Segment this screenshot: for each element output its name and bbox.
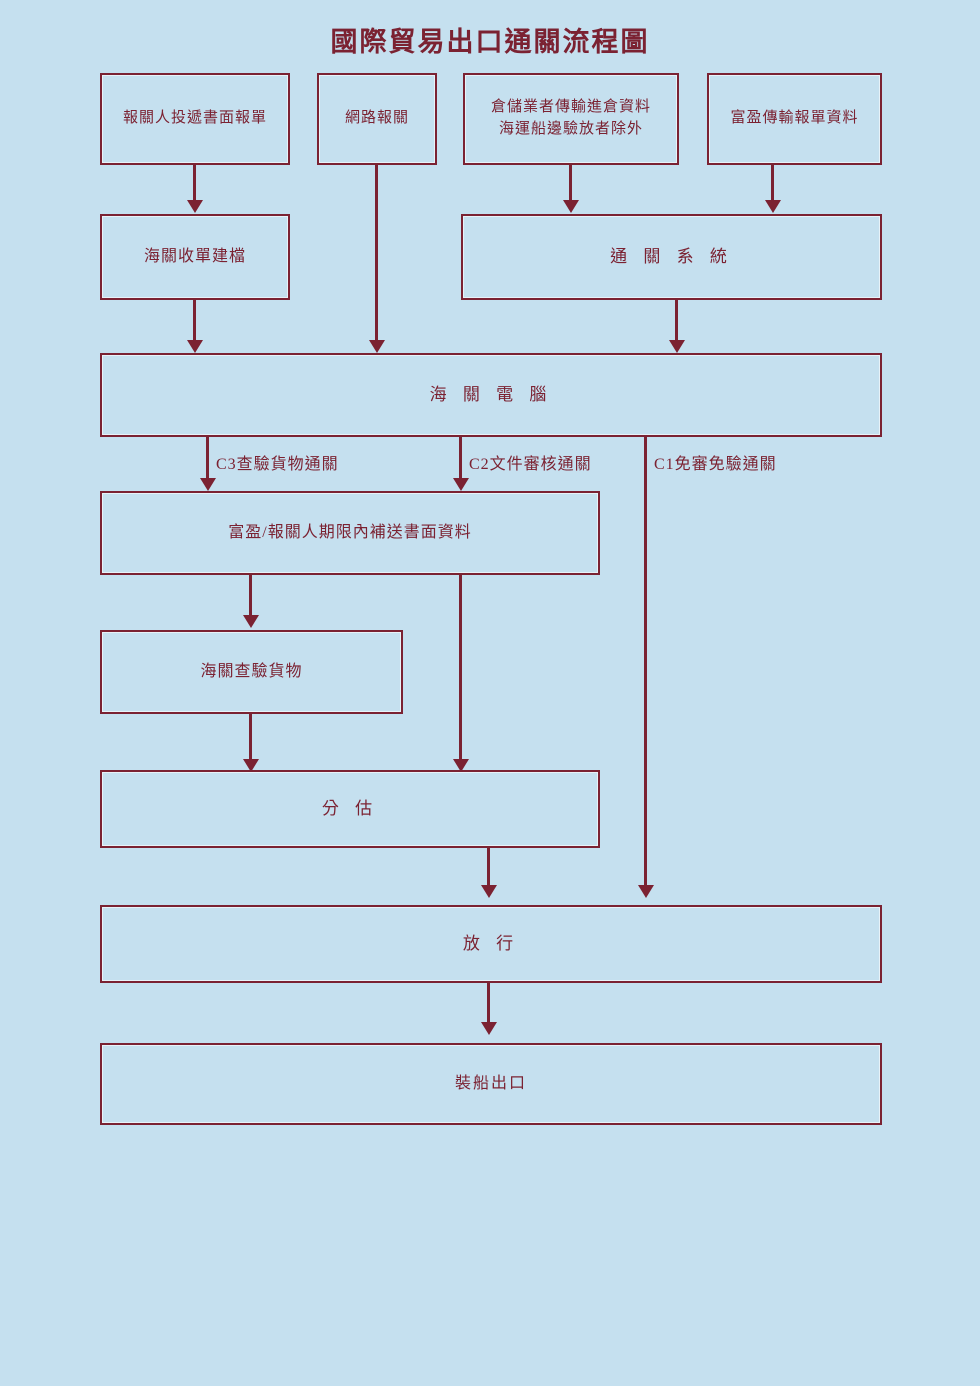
node-customs-receive-file: 海關收單建檔: [100, 214, 290, 300]
node-label: 網路報關: [344, 110, 409, 127]
node-release: 放 行: [100, 905, 882, 983]
node-label: 富盈傳輸報單資料: [730, 110, 859, 127]
connector-c2-branch: [459, 437, 462, 482]
arrowhead-c1-branch: [638, 885, 654, 898]
arrowhead-release-to-ship: [481, 1022, 497, 1035]
arrowhead-system-to-computer: [669, 340, 685, 353]
arrowhead-receive-to-computer: [187, 340, 203, 353]
connector-c2-to-appraisal: [459, 575, 462, 763]
arrowhead-broker-to-receive: [187, 200, 203, 213]
node-clearance-system: 通 關 系 統: [461, 214, 882, 300]
arrowhead-warehouse-to-system: [563, 200, 579, 213]
branch-label-c3: C3查驗貨物通關: [216, 456, 339, 473]
connector-supplement-to-inspect: [249, 575, 252, 618]
arrowhead-online-to-computer: [369, 340, 385, 353]
arrowhead-appraisal-to-release: [481, 885, 497, 898]
node-label: 富盈/報關人期限內補送書面資料: [228, 524, 472, 542]
node-label: 倉儲業者傳輸進倉資料 海運船邊驗放者除外: [490, 99, 651, 137]
arrowhead-c2-branch: [453, 478, 469, 491]
arrowhead-fuying-to-system: [765, 200, 781, 213]
page-title: 國際貿易出口通關流程圖: [330, 27, 650, 57]
connector-broker-to-receive: [193, 165, 196, 203]
node-label: 海關查驗貨物: [200, 663, 303, 681]
node-supplement-paper: 富盈/報關人期限內補送書面資料: [100, 491, 600, 575]
connector-release-to-ship: [487, 983, 490, 1028]
branch-label-c1: C1免審免驗通關: [654, 456, 777, 473]
node-warehouse-transmit: 倉儲業者傳輸進倉資料 海運船邊驗放者除外: [463, 73, 679, 165]
node-ship-export: 裝船出口: [100, 1043, 882, 1125]
connector-c3-branch: [206, 437, 209, 482]
connector-online-to-computer: [375, 165, 378, 343]
arrowhead-inspect-to-appraisal: [243, 759, 259, 772]
node-label: 分 估: [321, 798, 379, 818]
node-label: 海關收單建檔: [143, 248, 246, 266]
node-customs-inspect-goods: 海關查驗貨物: [100, 630, 403, 714]
node-fuying-transmit: 富盈傳輸報單資料: [707, 73, 882, 165]
node-label: 海 關 電 腦: [429, 384, 553, 404]
node-label: 通 關 系 統: [610, 246, 733, 266]
arrowhead-supplement-to-inspect: [243, 615, 259, 628]
node-label: 報關人投遞書面報單: [122, 110, 267, 127]
connector-c1-branch: [644, 437, 647, 889]
connector-inspect-to-appraisal: [249, 714, 252, 763]
node-label: 裝船出口: [454, 1075, 527, 1093]
node-broker-paper-declaration: 報關人投遞書面報單: [100, 73, 290, 165]
arrowhead-c3-branch: [200, 478, 216, 491]
connector-appraisal-to-release: [487, 848, 490, 893]
connector-system-to-computer: [675, 300, 678, 343]
node-label: 放 行: [462, 933, 520, 953]
branch-label-c2: C2文件審核通關: [469, 456, 592, 473]
node-online-declaration: 網路報關: [317, 73, 437, 165]
node-customs-computer: 海 關 電 腦: [100, 353, 882, 437]
connector-receive-to-computer: [193, 300, 196, 343]
arrowhead-c2-to-appraisal: [453, 759, 469, 772]
connector-fuying-to-system: [771, 165, 774, 203]
node-appraisal: 分 估: [100, 770, 600, 848]
connector-warehouse-to-system: [569, 165, 572, 203]
